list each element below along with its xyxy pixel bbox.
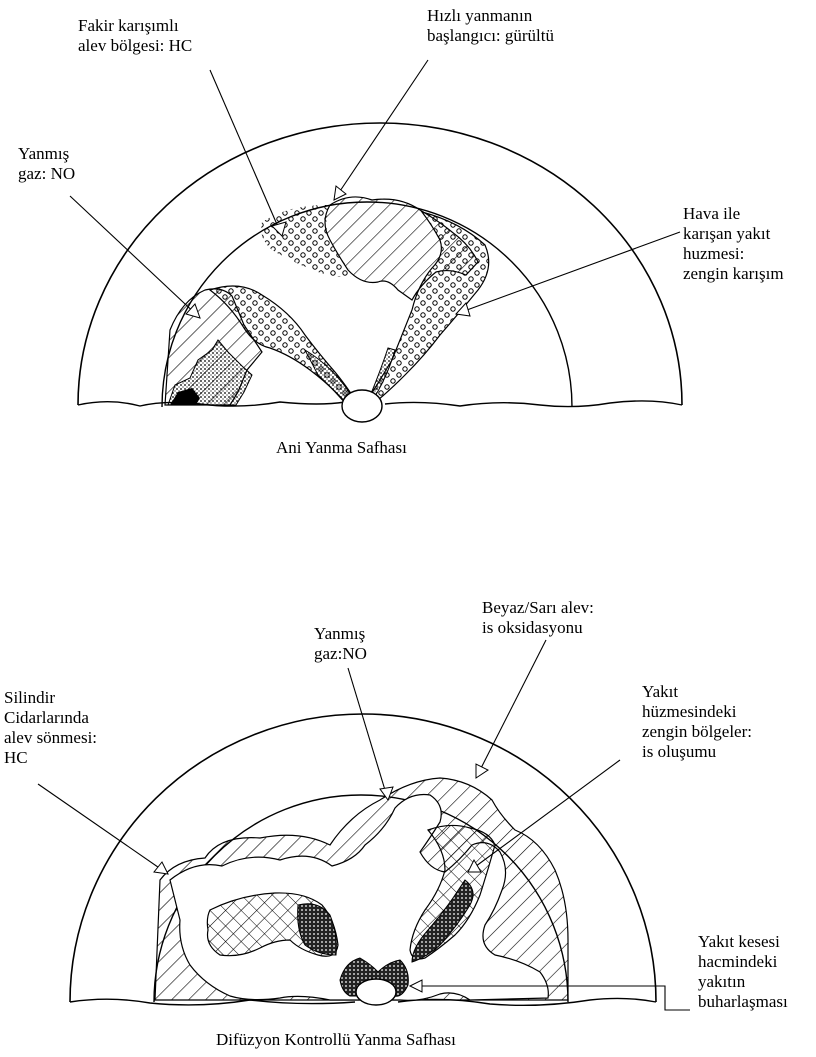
bottom-leader-burned: [348, 668, 388, 800]
bottom-leader-wall: [38, 784, 168, 874]
top-label-burned: Yanmış gaz: NO: [18, 144, 75, 184]
top-injector: [342, 390, 382, 422]
top-leader-lean: [210, 70, 282, 236]
bottom-caption: Difüzyon Kontrollü Yanma Safhası: [216, 1030, 456, 1050]
bottom-label-rich: Yakıt hüzmesindeki zengin bölgeler: is o…: [642, 682, 752, 762]
top-caption: Ani Yanma Safhası: [276, 438, 407, 458]
top-diagram: [70, 60, 682, 422]
bottom-label-wall: Silindir Cidarlarında alev sönmesi: HC: [4, 688, 97, 768]
top-label-rapid: Hızlı yanmanın başlangıcı: gürültü: [427, 6, 554, 46]
bottom-label-pocket: Yakıt kesesi hacmindeki yakıtın buharlaş…: [698, 932, 788, 1012]
bottom-leader-flame: [476, 640, 546, 778]
bottom-label-flame: Beyaz/Sarı alev: is oksidasyonu: [482, 598, 594, 638]
top-leader-rapid: [334, 60, 428, 200]
bottom-injector: [356, 979, 396, 1005]
bottom-diagram: [38, 640, 690, 1010]
bottom-arrow-wall: [154, 862, 168, 874]
bottom-label-burned: Yanmış gaz:NO: [314, 624, 367, 664]
top-label-lean: Fakir karışımlı alev bölgesi: HC: [78, 16, 192, 56]
top-label-spray: Hava ile karışan yakıt huzmesi: zengin k…: [683, 204, 784, 284]
top-leader-burned: [70, 196, 200, 318]
